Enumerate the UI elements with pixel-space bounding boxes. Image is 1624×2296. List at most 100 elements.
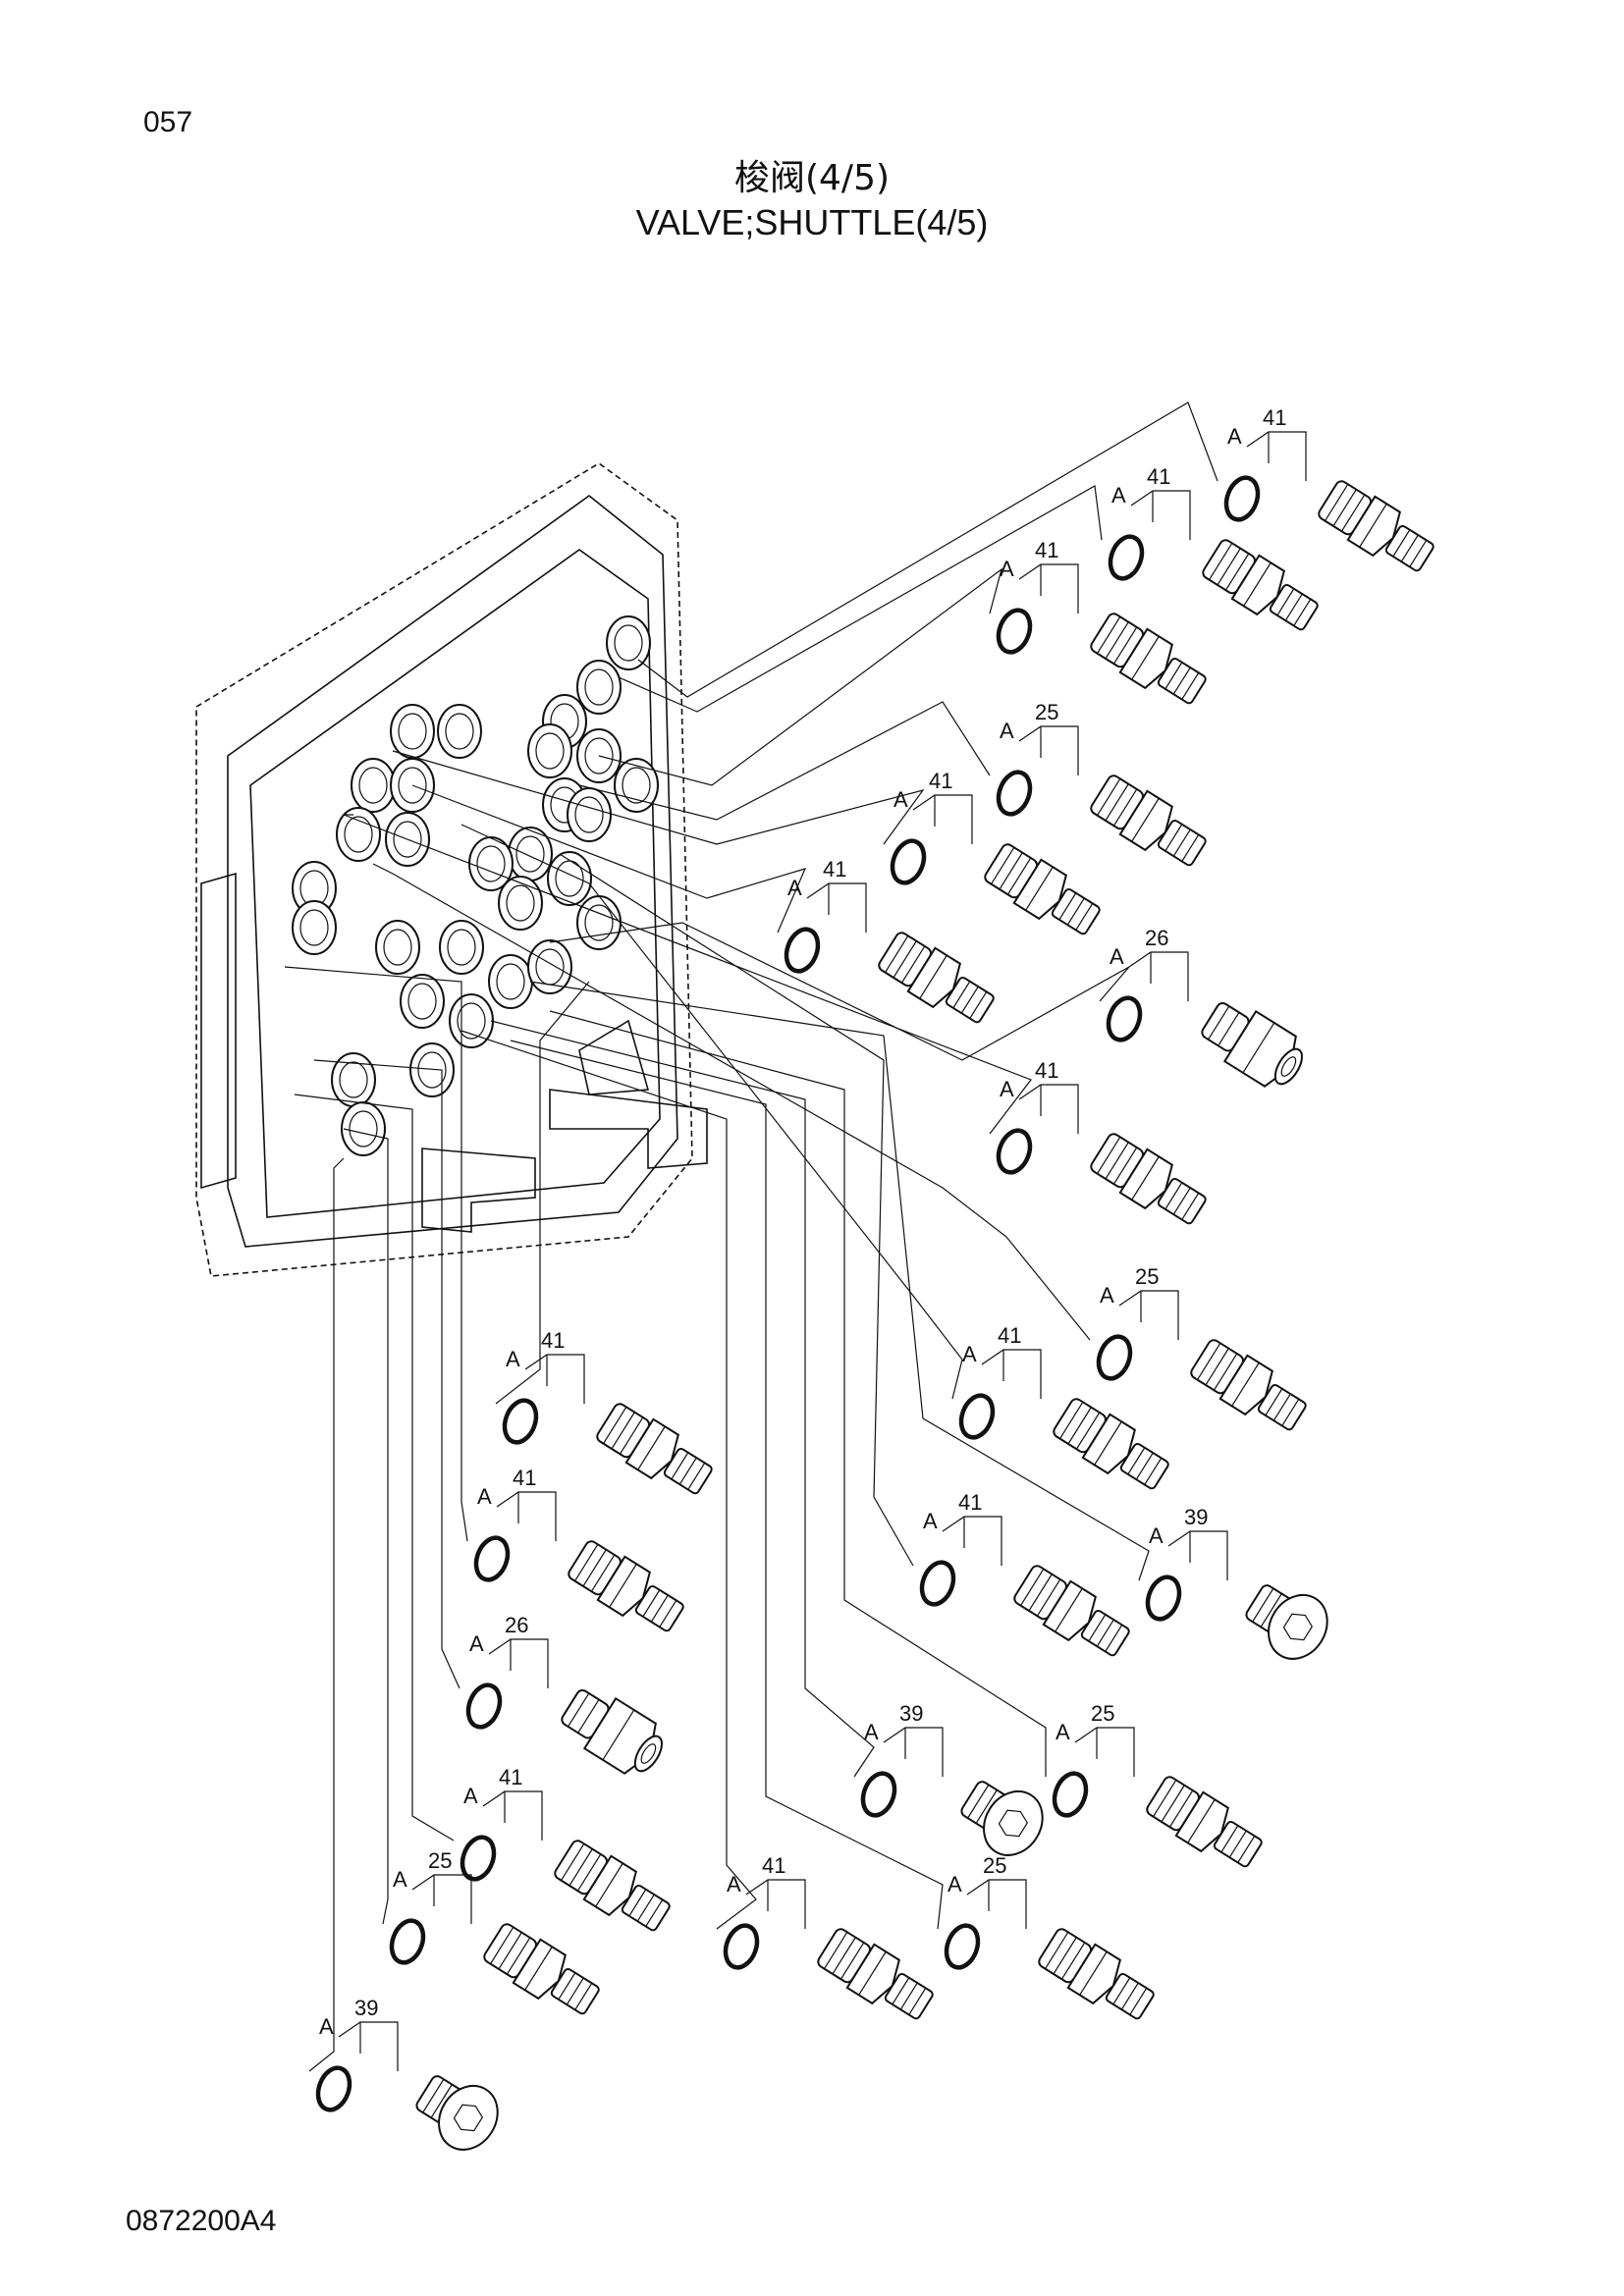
o-ring: [723, 1923, 760, 1970]
o-ring: [1145, 1575, 1182, 1622]
callout-bracket: [411, 1874, 472, 1924]
valve-port-thread: [358, 767, 388, 804]
part-number-label: 39: [354, 1996, 378, 2020]
shuttle-valve-block: [195, 462, 708, 1277]
part-number-label: 25: [983, 1853, 1006, 1878]
o-ring: [473, 1535, 511, 1582]
o-ring: [860, 1771, 897, 1818]
leader-line: [372, 863, 1091, 1341]
part-callout: A 25: [944, 1853, 1162, 2030]
part-number-label: 41: [513, 1466, 536, 1490]
o-ring-label: A: [727, 1872, 741, 1896]
valve-port: [336, 807, 381, 862]
callout-bracket: [1130, 490, 1191, 540]
o-ring-label: A: [469, 1631, 484, 1656]
part-callout: A41: [723, 1853, 941, 2030]
valve-port: [439, 920, 484, 975]
callout-bracket: [745, 1879, 806, 1929]
valve-port: [400, 974, 445, 1029]
leader-line: [549, 922, 1130, 1061]
part-number-label: 41: [1035, 1058, 1058, 1083]
valve-port-thread: [574, 796, 604, 833]
part-callout: A41: [473, 1466, 691, 1642]
part-callout: A41: [1223, 405, 1441, 582]
leader-line: [529, 981, 1150, 1581]
valve-port: [488, 954, 533, 1009]
leader-line: [460, 1030, 757, 1930]
valve-port: [390, 704, 435, 759]
leader-line: [598, 567, 1003, 786]
part-number-label: 41: [823, 857, 846, 881]
part-number-label: 25: [428, 1848, 452, 1873]
part-callout: A41: [784, 857, 1001, 1034]
fitting-part: [549, 1834, 677, 1942]
valve-port: [375, 920, 420, 975]
o-ring: [389, 1918, 426, 1965]
o-ring-label: A: [506, 1347, 520, 1371]
part-number-label: 39: [1184, 1505, 1208, 1529]
o-ring: [465, 1682, 503, 1730]
plug-part: [406, 2061, 511, 2163]
valve-port: [508, 827, 553, 881]
valve-port-thread: [457, 1002, 486, 1040]
part-callout: A 39: [315, 1996, 511, 2163]
leader-line: [308, 1157, 345, 2072]
o-ring: [1223, 475, 1261, 522]
part-callout: A25: [1096, 1264, 1314, 1441]
leader-line: [343, 1128, 389, 1925]
leader-line: [578, 701, 991, 821]
o-ring-label: A: [947, 1872, 962, 1896]
part-number-label: 41: [929, 769, 952, 793]
part-number-label: 26: [1145, 926, 1168, 950]
fitting-part: [812, 1922, 941, 2030]
valve-port-thread: [535, 732, 565, 770]
valve-port-group: [292, 615, 659, 1156]
valve-port-thread: [445, 713, 474, 750]
valve-port-thread: [398, 713, 427, 750]
leader-line: [549, 1010, 1047, 1777]
valve-port: [341, 1101, 386, 1156]
part-callout: A26: [1106, 926, 1314, 1098]
o-ring-label: A: [962, 1342, 977, 1366]
part-callout: A41: [996, 538, 1214, 715]
part-callout: A 41: [958, 1323, 1176, 1500]
valve-port: [351, 758, 396, 813]
fitting-part: [478, 1917, 607, 2025]
part-number-label: 41: [998, 1323, 1021, 1348]
valve-port: [498, 876, 543, 931]
valve-port: [409, 1042, 455, 1097]
callout-bracket: [482, 1790, 543, 1841]
valve-port-thread: [299, 909, 329, 946]
o-ring: [919, 1560, 956, 1607]
leader-line: [284, 966, 468, 1542]
o-ring: [315, 2065, 352, 2112]
page-title-english: VALVE;SHUTTLE(4/5): [635, 202, 989, 242]
callout-bracket: [1018, 563, 1079, 614]
o-ring-label: A: [319, 2014, 334, 2039]
part-number-label: 41: [499, 1765, 522, 1789]
fitting-part: [563, 1534, 691, 1642]
part-number-label: 26: [505, 1613, 528, 1637]
valve-port: [547, 851, 592, 906]
o-ring: [890, 838, 927, 885]
o-ring: [1052, 1771, 1089, 1818]
callout-bracket: [1128, 951, 1189, 1001]
o-ring: [996, 1128, 1033, 1175]
valve-port-thread: [447, 929, 476, 966]
callout-bracket: [883, 1727, 944, 1777]
drawing-code: 0872200A4: [126, 2205, 277, 2237]
o-ring-label: A: [1111, 483, 1126, 507]
fitting-part: [1008, 1559, 1137, 1667]
valve-port: [567, 787, 612, 842]
part-number-label: 41: [1263, 405, 1286, 430]
callout-bracket: [1167, 1530, 1228, 1580]
callout-bracket: [1246, 431, 1307, 481]
valve-port: [437, 704, 482, 759]
page-number: 057: [143, 106, 193, 138]
callout-bracket: [338, 2021, 399, 2071]
valve-port-thread: [398, 767, 427, 804]
o-ring: [1108, 534, 1145, 581]
callout-bracket: [912, 794, 973, 844]
leader-line: [637, 401, 1218, 698]
